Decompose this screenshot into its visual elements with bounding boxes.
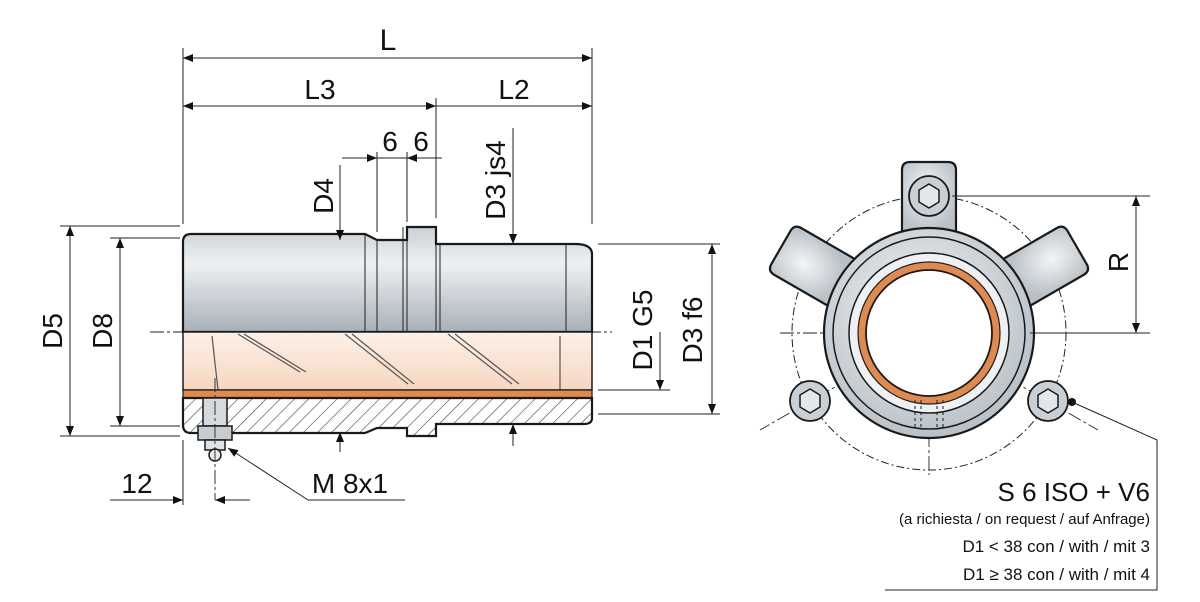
side-view [150, 225, 612, 500]
front-view: R [759, 160, 1158, 591]
section-hatch [181, 396, 594, 438]
dimension-labels: L L3 L2 6 6 D4 D3 js4 D5 D8 D1 G5 D3 f6 … [37, 24, 708, 499]
socket-screw-right-icon [1027, 380, 1069, 422]
bushing-upper-half [181, 225, 594, 334]
dim-D5: D5 [37, 313, 68, 349]
bronze-liner [182, 389, 593, 399]
flange-lug-right [1001, 225, 1090, 308]
note-line-1: D1 < 38 con / with / mit 3 [962, 537, 1150, 556]
dim-12: 12 [121, 468, 152, 499]
dim-D3-js4: D3 js4 [480, 140, 511, 219]
dim-L: L [380, 24, 397, 57]
note-subtitle: (a richiesta / on request / auf Anfrage) [899, 511, 1150, 528]
note-line-2: D1 ≥ 38 con / with / mit 4 [963, 565, 1150, 584]
dim-D4: D4 [308, 178, 339, 214]
grease-grooves [211, 333, 561, 391]
note-title: S 6 ISO + V6 [998, 477, 1150, 507]
dim-L2: L2 [498, 74, 529, 105]
dim-D8: D8 [87, 313, 118, 349]
dim-D3-f6: D3 f6 [677, 297, 708, 364]
option-note: S 6 ISO + V6 (a richiesta / on request /… [899, 477, 1150, 584]
dimension-lines [60, 48, 720, 505]
dim-R: R [1103, 252, 1134, 272]
dim-D1-G5: D1 G5 [627, 290, 658, 371]
dim-L3: L3 [304, 74, 335, 105]
bushing-lower-half [182, 331, 593, 391]
socket-screw-left-icon [789, 380, 831, 422]
dim-6-a: 6 [382, 126, 398, 157]
bronze-ring [858, 262, 1000, 404]
flange-lug-left [768, 225, 857, 308]
dim-thread: M 8x1 [312, 468, 388, 499]
dim-6-b: 6 [413, 126, 429, 157]
socket-screw-icon [908, 175, 950, 217]
